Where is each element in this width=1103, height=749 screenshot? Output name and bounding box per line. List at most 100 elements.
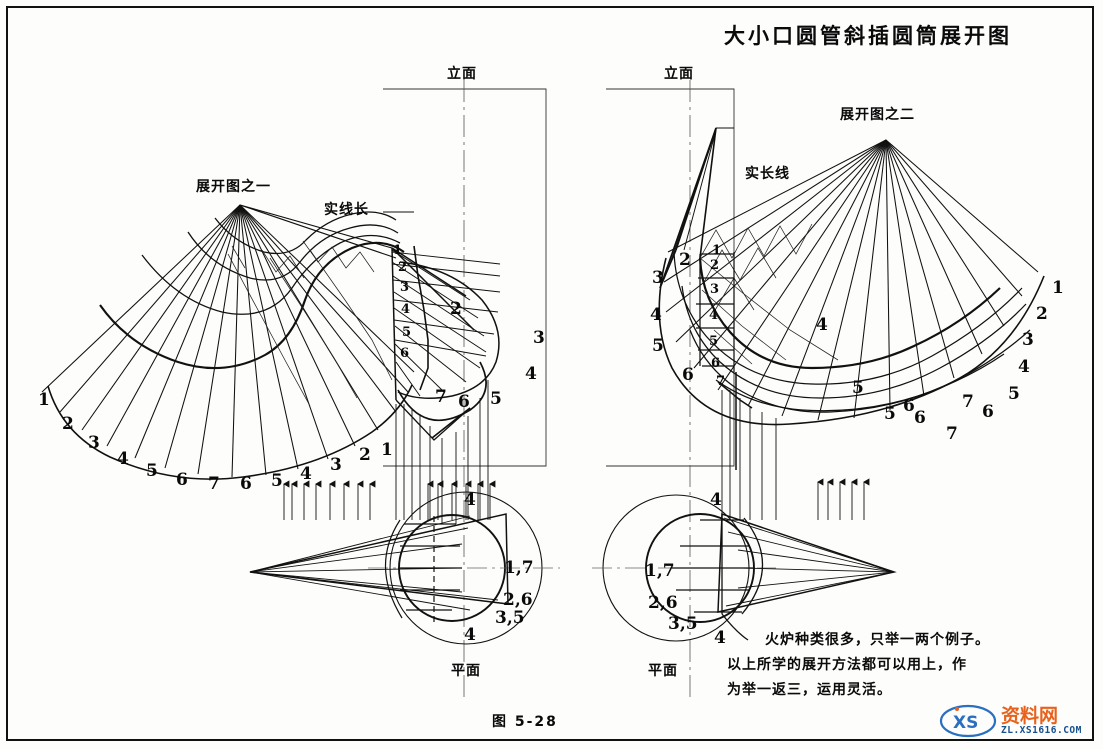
dev-one-intersection-curve bbox=[99, 241, 405, 370]
dev-two-left-num-4: 4 bbox=[650, 305, 662, 325]
dev-one-arc-num-3: 3 bbox=[88, 433, 100, 453]
elev-left-num-6: 6 bbox=[400, 346, 410, 361]
right-plan-curve bbox=[741, 517, 764, 615]
dev-two-inner-curves bbox=[673, 251, 1031, 413]
drawing-geometry bbox=[41, 80, 1045, 700]
label-plan-right: 平面 bbox=[648, 663, 678, 679]
dev-two-station-ladder bbox=[696, 252, 735, 372]
dev-two-inner-num-a: 4 bbox=[816, 315, 828, 335]
dev-one-fan bbox=[41, 204, 415, 478]
elev-left-right-num-3: 3 bbox=[533, 328, 545, 348]
plan-right-num-35: 3,5 bbox=[668, 614, 698, 634]
elev-left-bottom-num-7: 7 bbox=[435, 387, 447, 407]
dev-two-ladder-num-7: 7 bbox=[716, 374, 726, 389]
dev-two-ladder-num-4: 4 bbox=[709, 308, 719, 323]
plan-right-num-bottom: 4 bbox=[714, 628, 726, 648]
dev-one-arc-num-6: 6 bbox=[176, 470, 188, 490]
dev-two-arc-num-5: 5 bbox=[1008, 384, 1020, 404]
right-plan-chords bbox=[672, 514, 754, 614]
dev-two-grid bbox=[699, 223, 839, 365]
plan-left-num-bottom: 4 bbox=[464, 625, 476, 645]
left-plan-ellipse bbox=[384, 519, 403, 619]
plan-left-num-35: 3,5 bbox=[495, 608, 525, 628]
dev-two-arc-num-2: 2 bbox=[1036, 304, 1048, 324]
dev-two-ladder-num-5: 5 bbox=[709, 334, 719, 349]
label-development-one: 展开图之一 bbox=[196, 179, 271, 195]
elev-left-num-2: 2 bbox=[398, 260, 408, 275]
dev-one-arc-num-8: 6 bbox=[240, 474, 252, 494]
note-line-2: 以上所学的展开方法都可以用上，作 bbox=[727, 657, 967, 673]
label-development-two: 展开图之二 bbox=[840, 107, 915, 123]
right-plan-rays bbox=[723, 517, 895, 607]
dev-two-ladder-num-3: 3 bbox=[710, 282, 720, 297]
note-line-1: 火炉种类很多，只举一两个例子。 bbox=[765, 632, 990, 648]
plan-left-num-26: 2,6 bbox=[503, 590, 533, 610]
dev-two-inner-num-f: 7 bbox=[962, 392, 974, 412]
label-elevation-right: 立面 bbox=[664, 66, 694, 82]
dev-one-arc-num-2: 2 bbox=[62, 414, 74, 434]
watermark-name: 资料网 bbox=[1001, 705, 1059, 727]
dev-two-arc-num-6: 6 bbox=[982, 402, 994, 422]
elev-left-num-1: 1 bbox=[393, 243, 403, 258]
label-plan-left: 平面 bbox=[451, 663, 481, 679]
elev-left-right-num-4: 4 bbox=[525, 364, 537, 384]
dev-two-left-num-3: 3 bbox=[652, 268, 664, 288]
dev-two-intersection-curve bbox=[698, 257, 1001, 370]
left-elevation-lower bbox=[395, 399, 471, 441]
elev-left-num-4: 4 bbox=[401, 302, 411, 317]
left-plan-rays bbox=[249, 515, 499, 611]
dev-one-arc-num-4: 4 bbox=[117, 449, 129, 469]
note-line-3: 为举一返三，运用灵活。 bbox=[727, 682, 892, 698]
dev-one-arc-num-1: 1 bbox=[38, 390, 50, 410]
figure-caption: 图 5-28 bbox=[492, 714, 558, 730]
dev-two-left-num-2: 2 bbox=[679, 250, 691, 270]
left-plan-chords bbox=[398, 523, 462, 611]
dev-one-arc-num-5: 5 bbox=[146, 461, 158, 481]
dev-two-left-num-5: 5 bbox=[652, 336, 664, 356]
dev-two-ladder-num-6: 6 bbox=[711, 356, 721, 371]
dev-one-right-edge bbox=[413, 245, 429, 391]
elev-left-num-3: 3 bbox=[400, 280, 410, 295]
dev-two-outer-arc bbox=[658, 257, 1045, 426]
dev-two-arc-num-3: 3 bbox=[1022, 330, 1034, 350]
watermark: XS 资料网 ZL.XS1616.COM bbox=[939, 699, 1089, 743]
label-elevation-left: 立面 bbox=[447, 66, 477, 82]
dev-one-grid bbox=[227, 240, 393, 407]
dev-one-arc-num-10: 4 bbox=[300, 464, 312, 484]
dev-two-inner-num-d: 5 bbox=[884, 404, 896, 424]
watermark-logo-icon: XS bbox=[939, 704, 997, 738]
watermark-url: ZL.XS1616.COM bbox=[1001, 725, 1082, 736]
dev-two-ladder-num-1: 1 bbox=[712, 243, 722, 258]
left-elevation-frame bbox=[383, 88, 547, 467]
note-leader bbox=[721, 613, 749, 641]
dev-two-arc-num-1: 1 bbox=[1052, 278, 1064, 298]
page-border bbox=[6, 6, 1094, 741]
left-elevation-generators bbox=[391, 249, 487, 397]
dev-two-ladder-num-2: 2 bbox=[710, 258, 720, 273]
left-elevation-cone bbox=[391, 247, 500, 401]
right-projection-lines bbox=[721, 390, 777, 520]
dev-one-apex-link bbox=[239, 204, 397, 259]
right-upward-projectors bbox=[817, 478, 870, 520]
elev-left-num-5: 5 bbox=[402, 325, 412, 340]
dev-one-arc-num-9: 5 bbox=[271, 471, 283, 491]
left-plan-triangle bbox=[249, 513, 509, 605]
dev-two-arc-num-7: 7 bbox=[946, 424, 958, 444]
dev-one-arc-num-7: 7 bbox=[208, 474, 220, 494]
plan-right-num-26: 2,6 bbox=[648, 593, 678, 613]
dev-two-inner-num-e: 6 bbox=[914, 408, 926, 428]
dev-one-arc-num-11: 3 bbox=[330, 455, 342, 475]
right-plan-triangle bbox=[717, 512, 897, 613]
plan-right-num-17: 1,7 bbox=[645, 561, 675, 581]
dev-one-inner-curve bbox=[141, 211, 401, 315]
label-true-length-right: 实长线 bbox=[745, 166, 790, 182]
left-upward-projectors bbox=[283, 480, 496, 520]
dev-two-left-num-6: 6 bbox=[682, 365, 694, 385]
dev-two-arc-num-4: 4 bbox=[1018, 357, 1030, 377]
dev-one-arc-num-13: 1 bbox=[381, 440, 393, 460]
left-elevation-truelength-lines bbox=[391, 251, 501, 357]
right-elevation-generators bbox=[665, 129, 717, 273]
plan-left-num-17: 1,7 bbox=[504, 558, 534, 578]
